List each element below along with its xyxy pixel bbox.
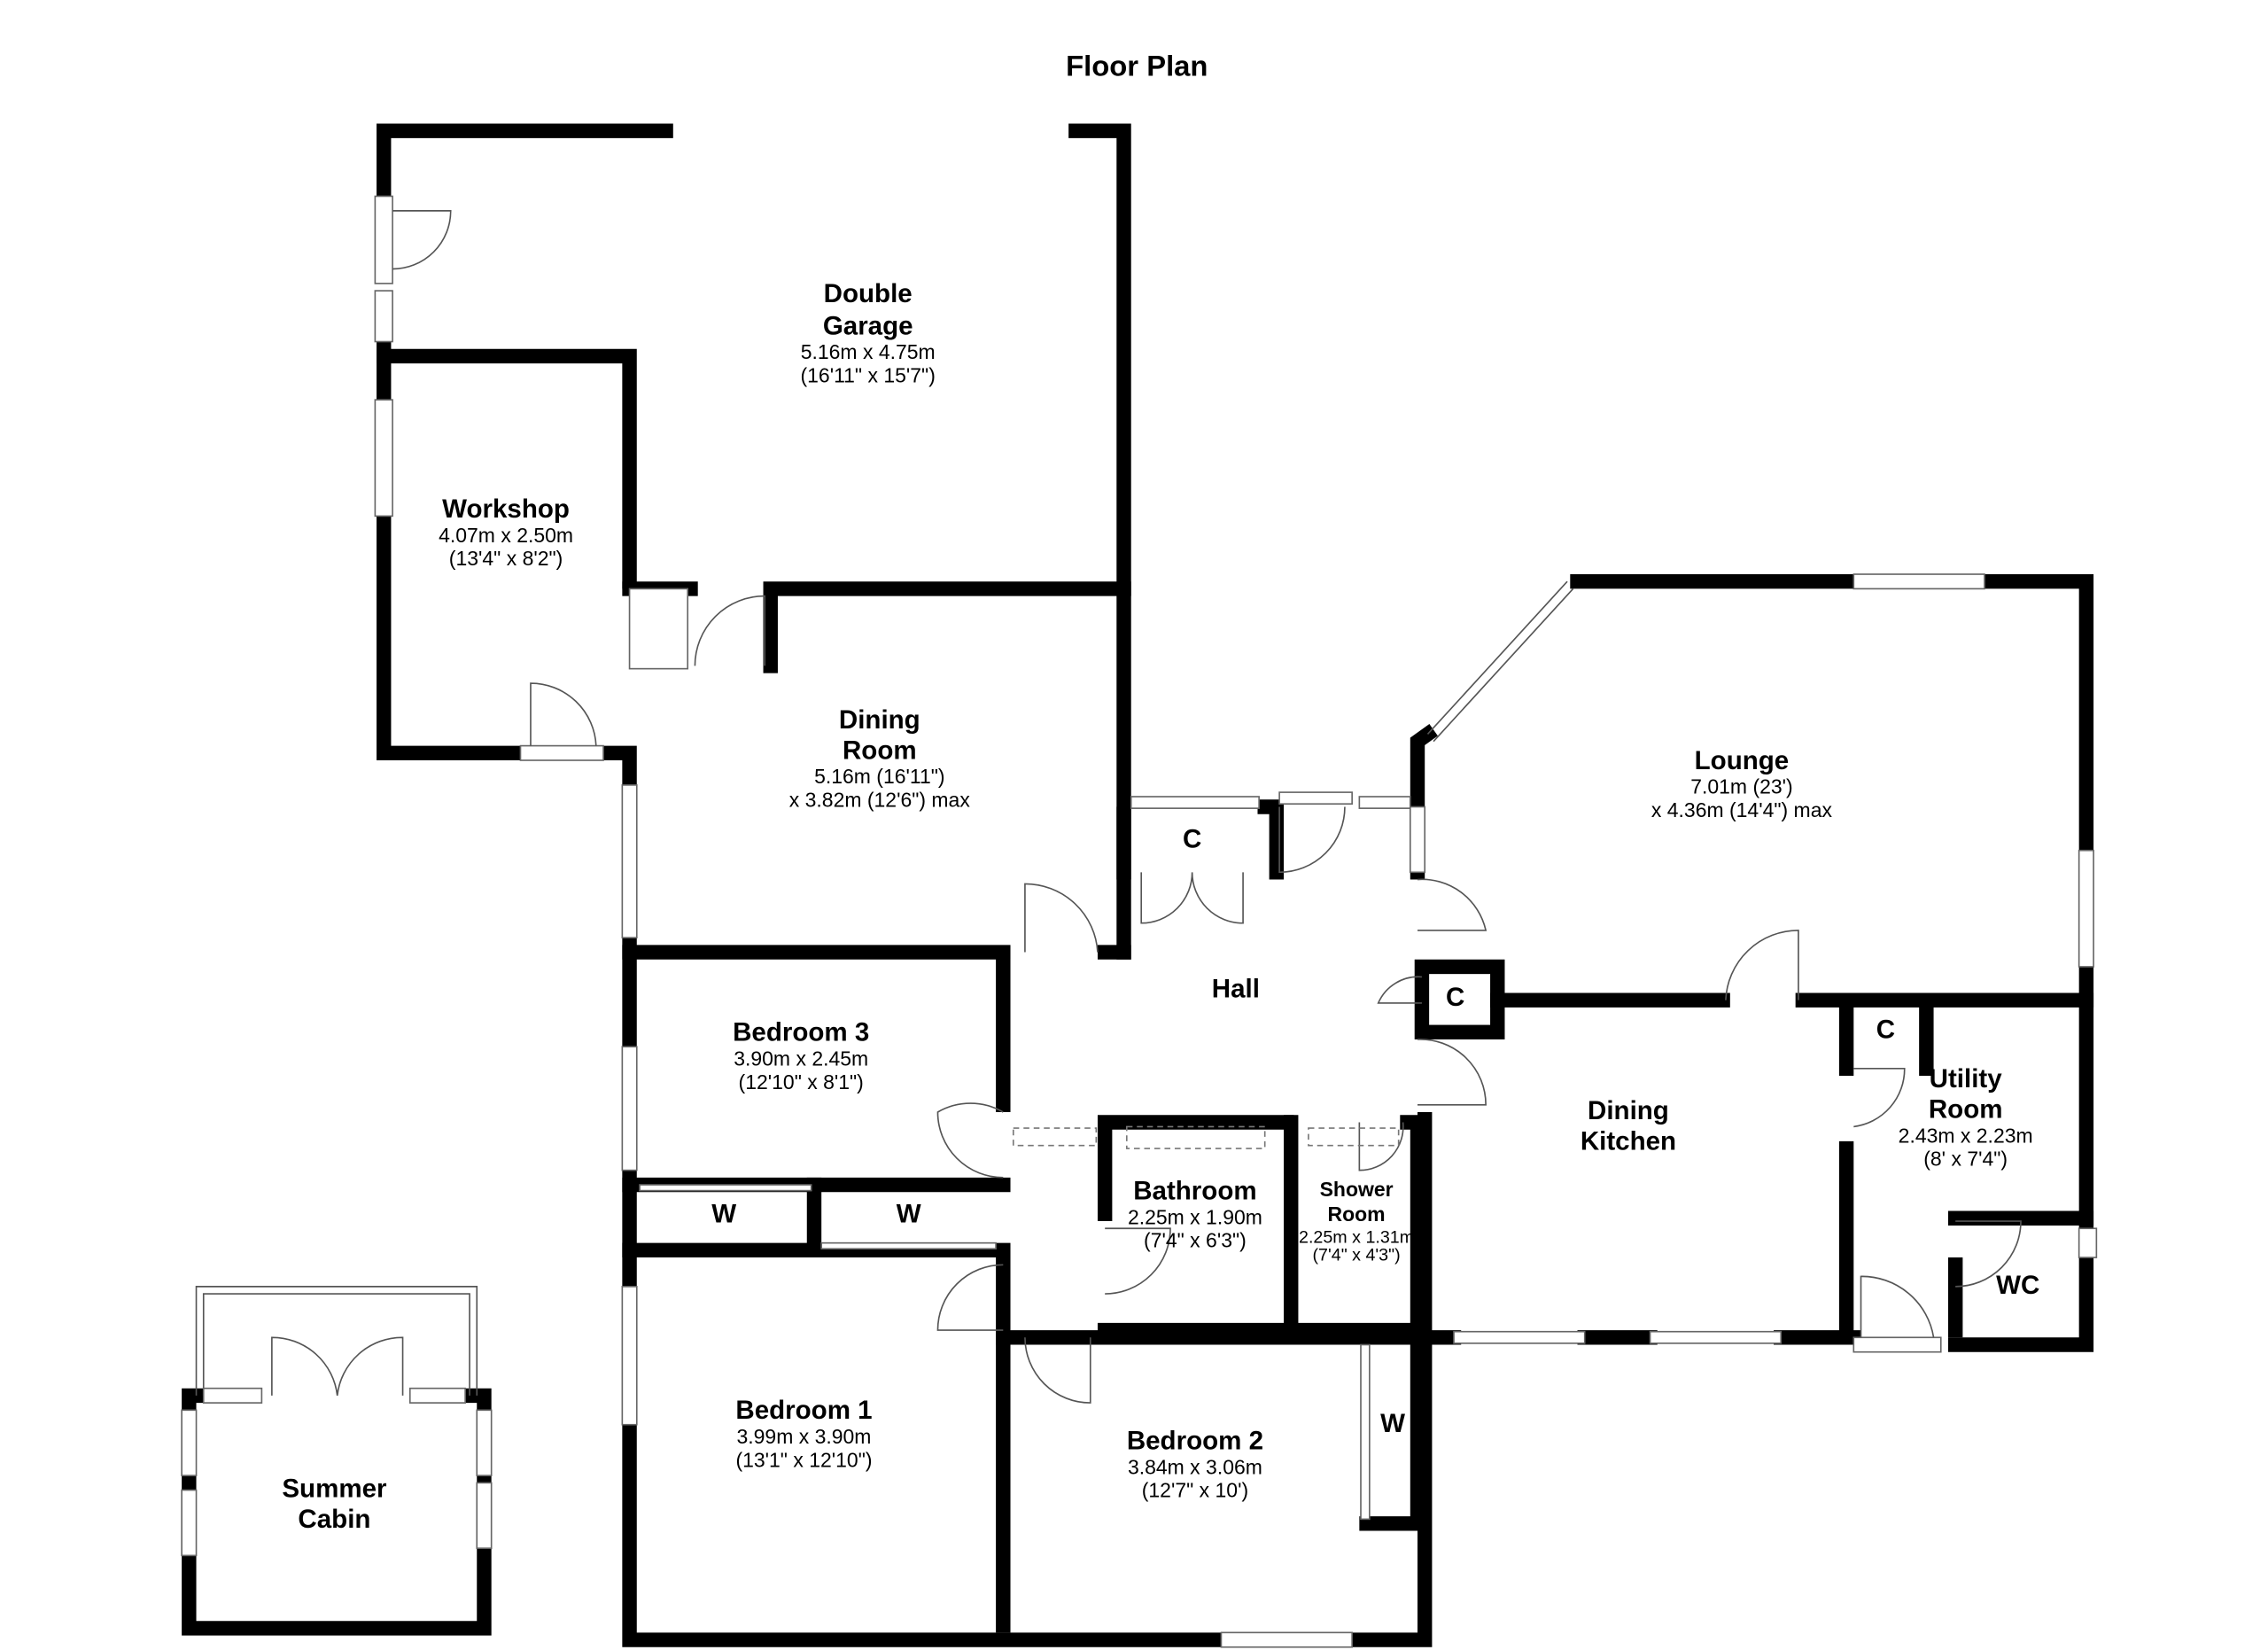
garage-name: Double [824, 279, 913, 308]
garage-name-2: Garage [823, 311, 913, 340]
cabin-name: Summer [282, 1475, 387, 1504]
lounge-dim: 7.01m (23') [1690, 775, 1792, 798]
garage-dim: 5.16m x 4.75m [801, 340, 936, 363]
dining-room-dim-2: x 3.82m (12'6") max [789, 788, 971, 811]
shower-dim-imperial: (7'4" x 4'3") [1313, 1245, 1401, 1265]
dining-room-dim: 5.16m (16'11") [814, 765, 944, 788]
plan-title: Floor Plan [1066, 49, 1208, 82]
shower-dim: 2.25m x 1.31m [1299, 1228, 1414, 1248]
bedroom1-dim: 3.99m x 3.90m [737, 1425, 872, 1448]
bathroom-name: Bathroom [1133, 1176, 1256, 1205]
lounge-name: Lounge [1695, 746, 1790, 775]
wc-name: WC [1996, 1271, 2039, 1300]
room-labels: Double Garage 5.16m x 4.75m (16'11" x 15… [282, 279, 2039, 1534]
bedroom2-name: Bedroom 2 [1127, 1427, 1263, 1456]
utility-name-2: Room [1929, 1095, 2003, 1125]
wardrobe-label-2: W [897, 1200, 921, 1229]
hall-name: Hall [1212, 974, 1260, 1003]
bedroom3-name: Bedroom 3 [733, 1018, 869, 1047]
bathroom-dim-imperial: (7'4" x 6'3") [1144, 1229, 1247, 1252]
hall-cupboard-label: C [1183, 824, 1201, 853]
cabin-name-2: Cabin [298, 1505, 370, 1534]
utility-dim-imperial: (8' x 7'4") [1923, 1148, 2008, 1171]
bathroom-dim: 2.25m x 1.90m [1128, 1205, 1262, 1228]
bedroom2-dim-imperial: (12'7" x 10') [1142, 1479, 1248, 1502]
bedroom1-name: Bedroom 1 [735, 1396, 872, 1425]
utility-cupboard-label: C [1876, 1015, 1895, 1044]
lounge-dim-2: x 4.36m (14'4") max [1651, 798, 1833, 821]
wardrobe-label-3: W [1380, 1409, 1405, 1438]
kitchen-name-2: Kitchen [1581, 1127, 1676, 1156]
utility-name: Utility [1930, 1064, 2003, 1094]
garage-dim-imperial: (16'11" x 15'7") [801, 363, 936, 386]
utility-dim: 2.43m x 2.23m [1899, 1124, 2033, 1147]
dining-room-name-2: Room [843, 735, 917, 765]
bedroom3-dim-imperial: (12'10" x 8'1") [739, 1070, 864, 1094]
dining-room-name: Dining [839, 705, 920, 735]
walls [182, 123, 2094, 1647]
hall-cupboard-label-2: C [1446, 983, 1464, 1012]
bedroom2-dim: 3.84m x 3.06m [1128, 1455, 1262, 1478]
workshop-dim: 4.07m x 2.50m [439, 524, 573, 547]
bedroom1-dim-imperial: (13'1" x 12'10") [735, 1448, 872, 1471]
shower-name-2: Room [1328, 1202, 1386, 1226]
workshop-dim-imperial: (13'4" x 8'2") [449, 547, 563, 570]
shower-name: Shower [1320, 1178, 1394, 1201]
windows-doors [181, 195, 2098, 1648]
wardrobe-label-1: W [711, 1200, 736, 1229]
kitchen-name: Dining [1588, 1096, 1669, 1125]
workshop-name: Workshop [442, 494, 570, 524]
bedroom3-dim: 3.90m x 2.45m [734, 1047, 868, 1070]
